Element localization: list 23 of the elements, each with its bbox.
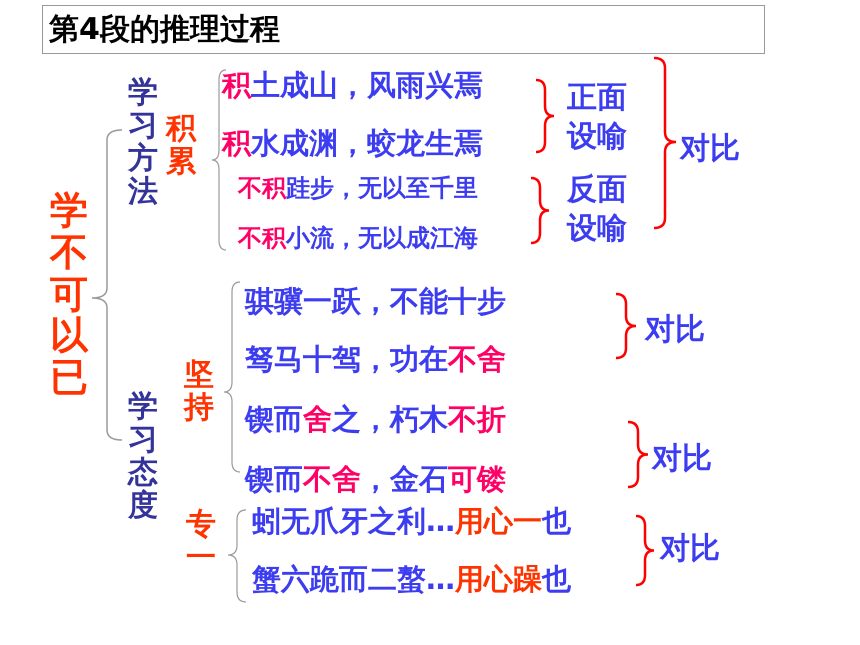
- title-box: 第4段的推理过程: [42, 5, 765, 54]
- sentence-text: 对比: [680, 128, 740, 169]
- sentence-text: 骐骥一跃，不能十步: [245, 282, 506, 322]
- vertical-label: 专一: [186, 508, 216, 574]
- sentence-text: 不积跬步，无以至千里: [238, 172, 478, 204]
- vertical-label: 坚持: [184, 358, 214, 424]
- sentence-text: 对比: [645, 309, 705, 350]
- figure-label: 反面设喻: [567, 170, 627, 248]
- sentence-text: 积水成渊，蛟龙生焉: [222, 124, 483, 164]
- vertical-label: 学不可以已: [50, 190, 88, 399]
- sentence-text: 驽马十驾，功在不舍: [245, 340, 506, 380]
- sentence-text: 蟹六跪而二螯…用心躁也: [252, 560, 571, 600]
- sentence-text: 不积小流，无以成江海: [238, 222, 478, 254]
- sentence-text: 蚓无爪牙之利…用心一也: [252, 502, 571, 542]
- figure-label: 正面设喻: [567, 78, 627, 156]
- sentence-text: 锲而舍之，朽木不折: [245, 400, 506, 440]
- sentence-text: 对比: [660, 528, 720, 569]
- vertical-label: 学习方法: [128, 76, 158, 208]
- vertical-label: 积累: [166, 112, 196, 178]
- sentence-text: 积土成山，风雨兴焉: [222, 66, 483, 106]
- vertical-label: 学习态度: [128, 390, 158, 522]
- sentence-text: 对比: [652, 438, 712, 479]
- sentence-text: 锲而不舍，金石可镂: [245, 460, 506, 500]
